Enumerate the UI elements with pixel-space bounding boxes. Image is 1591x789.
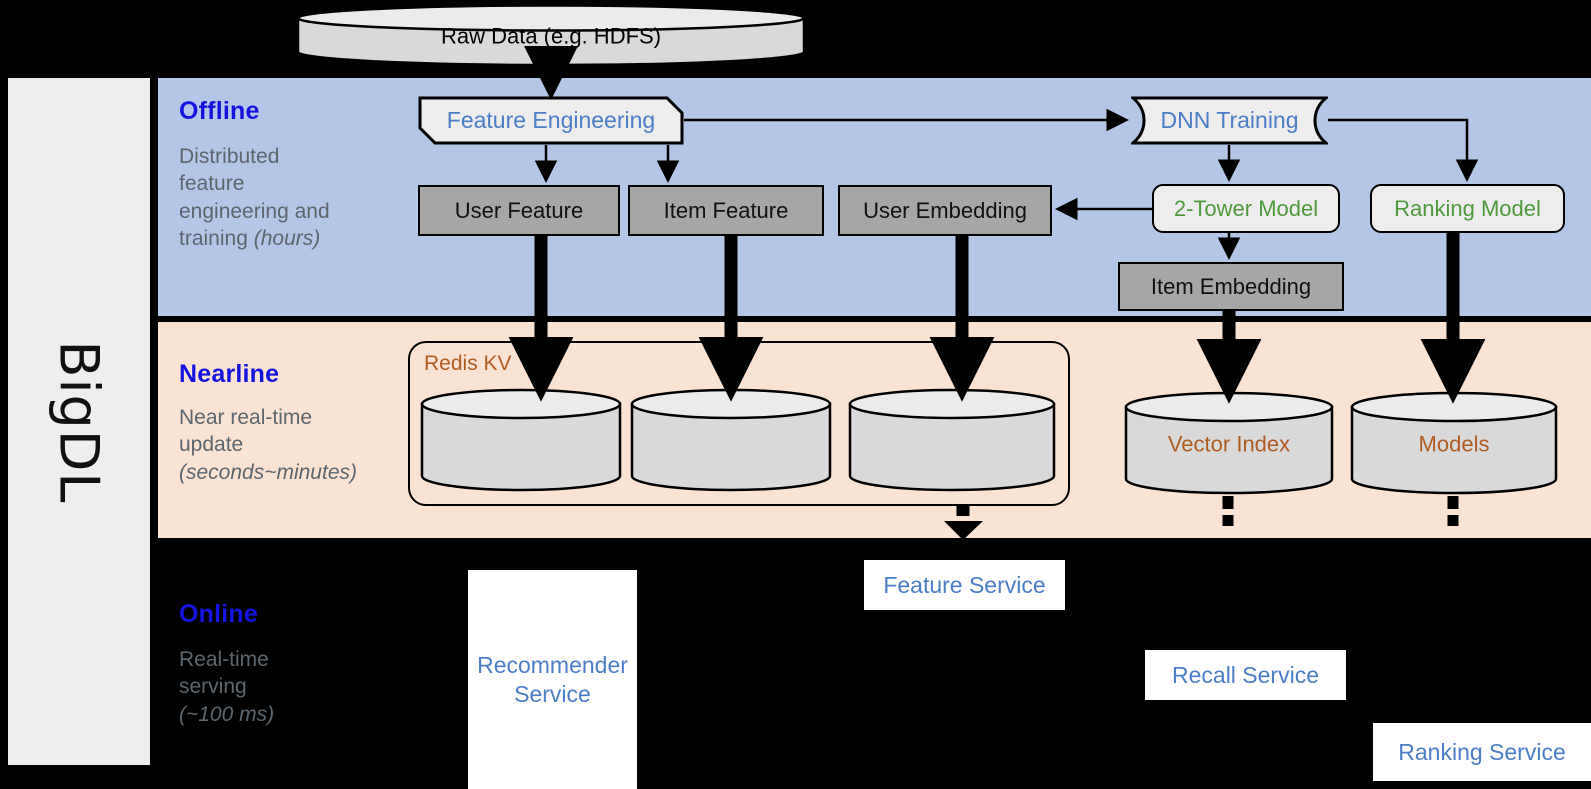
- feature-service-card[interactable]: Feature Service: [864, 560, 1065, 610]
- online-sub-l1: Real-time: [179, 648, 269, 671]
- item-feature-box[interactable]: Item Feature: [628, 185, 824, 236]
- redis-store-1-shape: [420, 388, 622, 492]
- models-label: Models: [1418, 431, 1490, 457]
- dnn-training-label: DNN Training: [1160, 107, 1299, 133]
- recall-service-label: Recall Service: [1145, 650, 1346, 700]
- arrow-dnn-to-ranking-model: [1328, 118, 1479, 182]
- online-subtitle: Real-time serving (~100 ms): [179, 646, 389, 728]
- vector-index-cylinder[interactable]: Vector Index: [1124, 390, 1334, 496]
- ranking-model-box[interactable]: Ranking Model: [1370, 184, 1565, 233]
- two-tower-model-box[interactable]: 2-Tower Model: [1152, 184, 1340, 233]
- raw-data-cylinder: Raw Data (e.g. HDFS): [296, 4, 806, 67]
- ranking-service-label: Ranking Service: [1373, 723, 1591, 781]
- recommender-service-card[interactable]: Recommender Service: [468, 570, 637, 789]
- offline-sub-l4: training: [179, 226, 254, 250]
- redis-store-3[interactable]: [848, 388, 1056, 492]
- redis-store-2-shape: [630, 388, 832, 492]
- two-tower-model-label: 2-Tower Model: [1173, 195, 1319, 221]
- offline-sub-l3: engineering and: [179, 199, 330, 223]
- feature-service-label: Feature Service: [864, 560, 1065, 610]
- feature-engineering-node[interactable]: Feature Engineering: [418, 96, 684, 145]
- recommender-service-label: Recommender Service: [468, 570, 637, 789]
- nearline-sub-l1: Near real-time: [179, 406, 313, 429]
- vector-index-label: Vector Index: [1167, 431, 1291, 457]
- nearline-subtitle: Near real-time update (seconds~minutes): [179, 404, 409, 486]
- raw-data-shape: [296, 4, 806, 67]
- ranking-service-card[interactable]: Ranking Service: [1373, 723, 1591, 781]
- item-embedding-label: Item Embedding: [1150, 273, 1312, 299]
- user-feature-box[interactable]: User Feature: [418, 185, 620, 236]
- redis-store-1[interactable]: [420, 388, 622, 492]
- redis-store-3-shape: [848, 388, 1056, 492]
- offline-title: Offline: [179, 97, 260, 125]
- online-title: Online: [179, 600, 258, 628]
- arrowhead-redis-to-feature-service: [944, 521, 983, 540]
- bigdl-framework-rail: BigDL: [8, 78, 150, 765]
- dnn-training-node[interactable]: DNN Training: [1131, 96, 1328, 145]
- item-embedding-box[interactable]: Item Embedding: [1118, 262, 1344, 311]
- online-sub-l2: serving: [179, 675, 247, 699]
- user-feature-label: User Feature: [454, 197, 584, 223]
- nearline-sub-italic: (seconds~minutes): [179, 460, 357, 484]
- user-embedding-label: User Embedding: [863, 197, 1027, 223]
- offline-sub-l1: Distributed: [179, 145, 280, 168]
- raw-data-label: Raw Data (e.g. HDFS): [440, 23, 662, 49]
- redis-kv-label: Redis KV: [424, 352, 512, 375]
- nearline-title: Nearline: [179, 360, 280, 388]
- ranking-model-label: Ranking Model: [1394, 195, 1541, 221]
- offline-sub-italic: (hours): [253, 226, 321, 250]
- offline-sub-l2: feature: [179, 172, 245, 196]
- feature-engineering-shape: [418, 96, 684, 145]
- recall-service-card[interactable]: Recall Service: [1145, 650, 1346, 700]
- item-feature-label: Item Feature: [663, 197, 789, 223]
- models-cylinder[interactable]: Models: [1350, 390, 1558, 496]
- nearline-sub-l2: update: [179, 433, 244, 457]
- feature-engineering-label: Feature Engineering: [446, 107, 656, 133]
- models-shape: [1350, 391, 1558, 495]
- dnn-training-shape: [1131, 96, 1328, 145]
- user-embedding-box[interactable]: User Embedding: [838, 185, 1052, 236]
- online-sub-italic: (~100 ms): [179, 702, 275, 726]
- redis-store-2[interactable]: [630, 388, 832, 492]
- offline-subtitle: Distributed feature engineering and trai…: [179, 143, 379, 252]
- vector-index-shape: [1124, 391, 1334, 495]
